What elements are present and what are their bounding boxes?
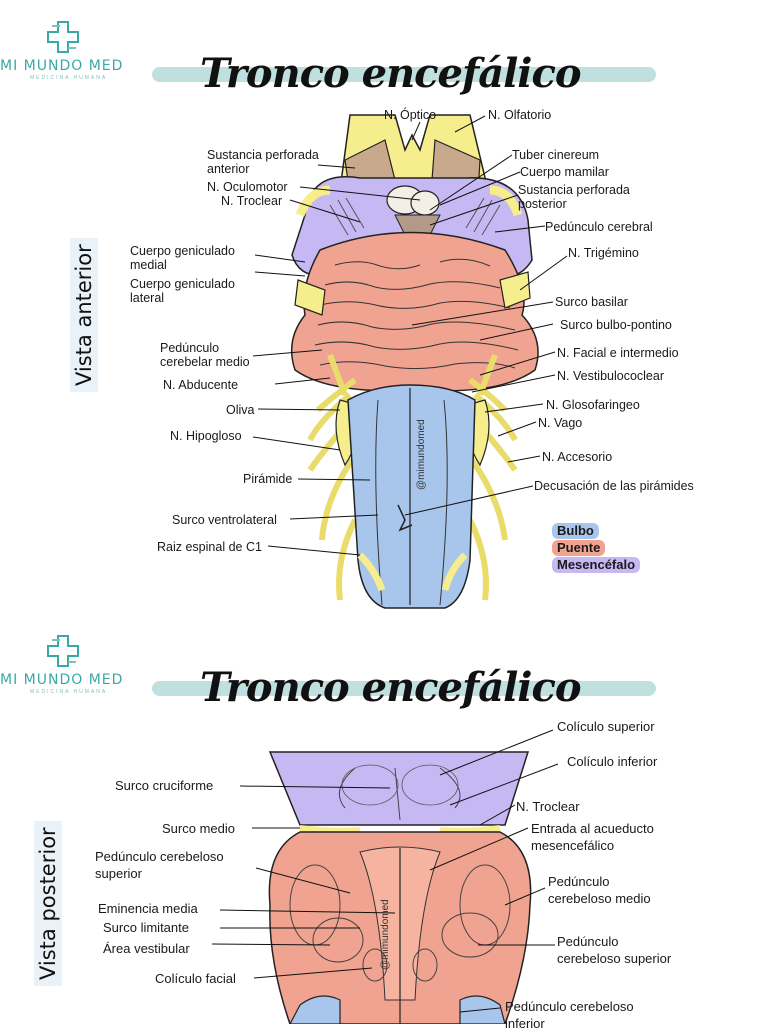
page-title-anterior: Tronco encefálico xyxy=(200,50,582,97)
legend-bulbo: Bulbo xyxy=(552,523,599,539)
label-oliva: Oliva xyxy=(226,403,255,417)
label-sustancia-perforada-posterior: Sustancia perforada posterior xyxy=(518,183,630,211)
label-surco-basilar: Surco basilar xyxy=(555,295,628,309)
medical-cross-icon xyxy=(47,21,79,53)
label-pedunculo-cerebeloso-superior-izq: Pedúnculo cerebeloso superior xyxy=(95,849,224,881)
label-coliculo-inferior: Colículo inferior xyxy=(567,754,658,769)
label-n-oculomotor: N. Oculomotor xyxy=(207,180,288,194)
label-n-optico: N. Óptico xyxy=(384,108,437,122)
label-entrada-acueducto: Entrada al acueducto mesencefálico xyxy=(531,821,654,853)
legend-puente: Puente xyxy=(552,540,606,556)
label-area-vestibular: Área vestibular xyxy=(103,941,190,956)
label-eminencia-media: Eminencia media xyxy=(98,901,198,916)
label-cuerpo-geniculado-medial: Cuerpo geniculado medial xyxy=(130,244,235,272)
label-n-troclear-posterior: N. Troclear xyxy=(516,799,580,814)
label-coliculo-superior: Colículo superior xyxy=(557,719,655,734)
label-raiz-espinal-c1: Raiz espinal de C1 xyxy=(157,540,262,554)
label-surco-limitante: Surco limitante xyxy=(103,920,189,935)
page-title-posterior: Tronco encefálico xyxy=(200,664,582,711)
label-tuber-cinereum: Tuber cinereum xyxy=(512,148,600,162)
title-band-top xyxy=(152,67,656,82)
label-n-vestibulococlear: N. Vestibulococlear xyxy=(557,369,665,383)
label-pedunculo-cerebeloso-superior-der: Pedúnculo cerebeloso superior xyxy=(557,934,672,966)
watermark-posterior: @mimundomed xyxy=(380,899,391,970)
legend-mesencefalo: Mesencéfalo xyxy=(552,557,641,573)
label-surco-bulbo-pontino: Surco bulbo-pontino xyxy=(560,318,672,332)
label-pedunculo-cerebelar-medio: Pedúnculo cerebelar medio xyxy=(160,341,250,369)
title-band-bottom xyxy=(152,681,656,696)
label-n-trigemino: N. Trigémino xyxy=(568,246,639,260)
label-n-hipogloso: N. Hipogloso xyxy=(170,429,242,443)
brainstem-anterior-illustration xyxy=(252,114,568,609)
label-cuerpo-geniculado-lateral: Cuerpo geniculado lateral xyxy=(130,277,235,305)
brand-tagline: MEDICINA HUMANA xyxy=(30,689,108,695)
label-pedunculo-cerebeloso-medio: Pedúnculo cerebeloso medio xyxy=(548,874,651,906)
label-surco-cruciforme: Surco cruciforme xyxy=(115,778,214,793)
brand-logo-bottom: MI MUNDO MED MEDICINA HUMANA xyxy=(0,632,140,695)
label-coliculo-facial: Colículo facial xyxy=(155,971,236,986)
brand-tagline: MEDICINA HUMANA xyxy=(30,75,108,81)
label-surco-ventrolateral: Surco ventrolateral xyxy=(172,513,277,527)
label-n-troclear: N. Troclear xyxy=(221,194,283,208)
label-surco-medio: Surco medio xyxy=(162,821,235,836)
label-n-glosofaringeo: N. Glosofaringeo xyxy=(546,398,640,412)
label-n-abducente: N. Abducente xyxy=(163,378,239,392)
medical-cross-icon xyxy=(47,635,79,667)
brand-logo-top: MI MUNDO MED MEDICINA HUMANA xyxy=(0,18,140,81)
brand-name: MI MUNDO MED xyxy=(0,672,124,688)
label-n-olfatorio: N. Olfatorio xyxy=(488,108,552,122)
label-pedunculo-cerebral: Pedúnculo cerebral xyxy=(545,220,653,234)
label-n-facial: N. Facial e intermedio xyxy=(557,346,679,360)
label-pedunculo-cerebeloso-inferior: Pedúnculo cerebeloso inferior xyxy=(505,999,634,1031)
label-n-vago: N. Vago xyxy=(538,416,583,430)
label-sustancia-perforada-anterior: Sustancia perforada anterior xyxy=(207,148,319,176)
label-decusacion-piramides: Decusación de las pirámides xyxy=(534,479,694,493)
label-cuerpo-mamilar: Cuerpo mamilar xyxy=(520,165,609,179)
brand-name: MI MUNDO MED xyxy=(0,58,124,74)
label-piramide: Pirámide xyxy=(243,472,293,486)
label-n-accesorio: N. Accesorio xyxy=(542,450,613,464)
